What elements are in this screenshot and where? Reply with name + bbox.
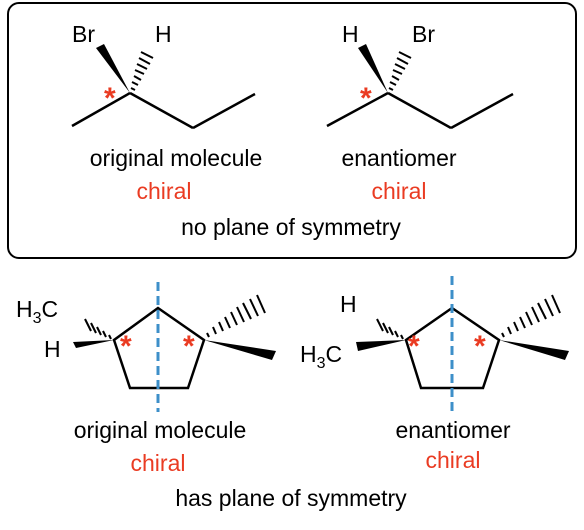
hash-bond — [376, 318, 404, 340]
bottom-panel-caption: has plane of symmetry — [175, 485, 407, 511]
bond — [129, 91, 194, 130]
hash-bond — [388, 51, 412, 91]
top-enantiomer-label: enantiomer — [341, 145, 457, 171]
bond — [326, 91, 389, 128]
hash-bond — [501, 294, 561, 338]
methyl-group-label: H3C — [16, 296, 58, 327]
stereocenter-star: * — [474, 330, 486, 363]
bromine-atom-label: Br — [72, 21, 95, 47]
top-original-label: original molecule — [89, 145, 263, 171]
bottom-original-status: chiral — [130, 450, 186, 476]
bond — [192, 92, 256, 130]
wedge-bond — [499, 340, 569, 360]
top-enantiomer-status: chiral — [371, 178, 427, 204]
bromine-atom-label: Br — [412, 21, 435, 47]
bottom-original-molecule: H3C H * * — [16, 282, 276, 412]
wedge-bond — [204, 340, 276, 360]
bond — [450, 92, 514, 130]
methyl-group-label: H3C — [300, 341, 342, 372]
bottom-enantiomer-label: enantiomer — [395, 417, 511, 443]
bottom-original-label: original molecule — [73, 417, 247, 443]
hash-bond — [84, 318, 112, 340]
top-panel — [7, 2, 577, 259]
wedge-bond — [73, 340, 114, 348]
stereocenter-star: * — [104, 82, 116, 115]
top-original-status: chiral — [136, 178, 192, 204]
wedge-bond — [96, 44, 130, 93]
stereocenter-star: * — [408, 330, 420, 363]
bond — [71, 91, 131, 128]
hydrogen-atom-label: H — [342, 21, 359, 47]
hydrogen-atom-label: H — [155, 21, 172, 47]
bond — [387, 91, 452, 130]
top-enantiomer-molecule: H Br * — [326, 21, 514, 130]
hash-bond — [130, 51, 154, 91]
hash-bond — [206, 294, 266, 338]
bottom-enantiomer-status: chiral — [425, 447, 481, 473]
stereocenter-star: * — [360, 82, 372, 115]
hydrogen-atom-label: H — [340, 291, 357, 317]
bottom-enantiomer-molecule: H H3C * * — [300, 276, 569, 412]
hydrogen-atom-label: H — [44, 336, 61, 362]
stereocenter-star: * — [183, 330, 195, 363]
top-original-molecule: Br H * — [71, 21, 256, 130]
wedge-bond — [358, 44, 388, 93]
stereocenter-star: * — [120, 330, 132, 363]
wedge-bond — [356, 340, 406, 351]
top-panel-caption: no plane of symmetry — [181, 214, 401, 240]
